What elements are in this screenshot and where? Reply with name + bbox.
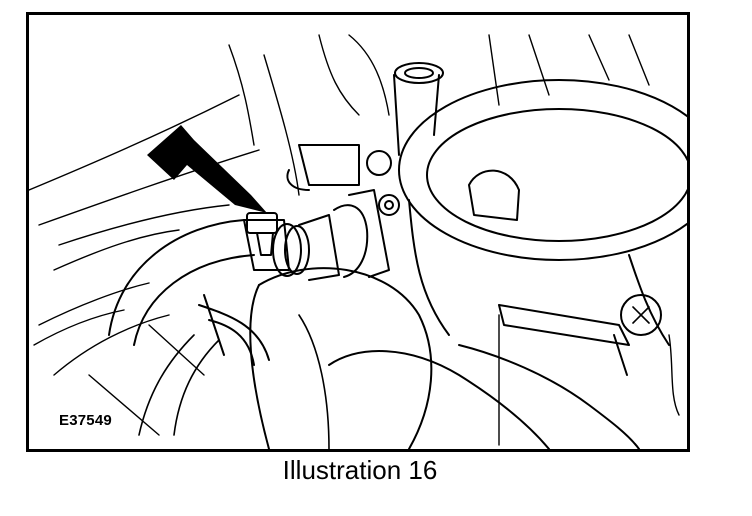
figure-caption: Illustration 16 [282,455,438,485]
figure-reference-code: E37549 [59,412,112,429]
arrow-icon [147,125,267,213]
engine-line-drawing [29,34,687,449]
illustration-frame: E37549 [26,12,690,452]
